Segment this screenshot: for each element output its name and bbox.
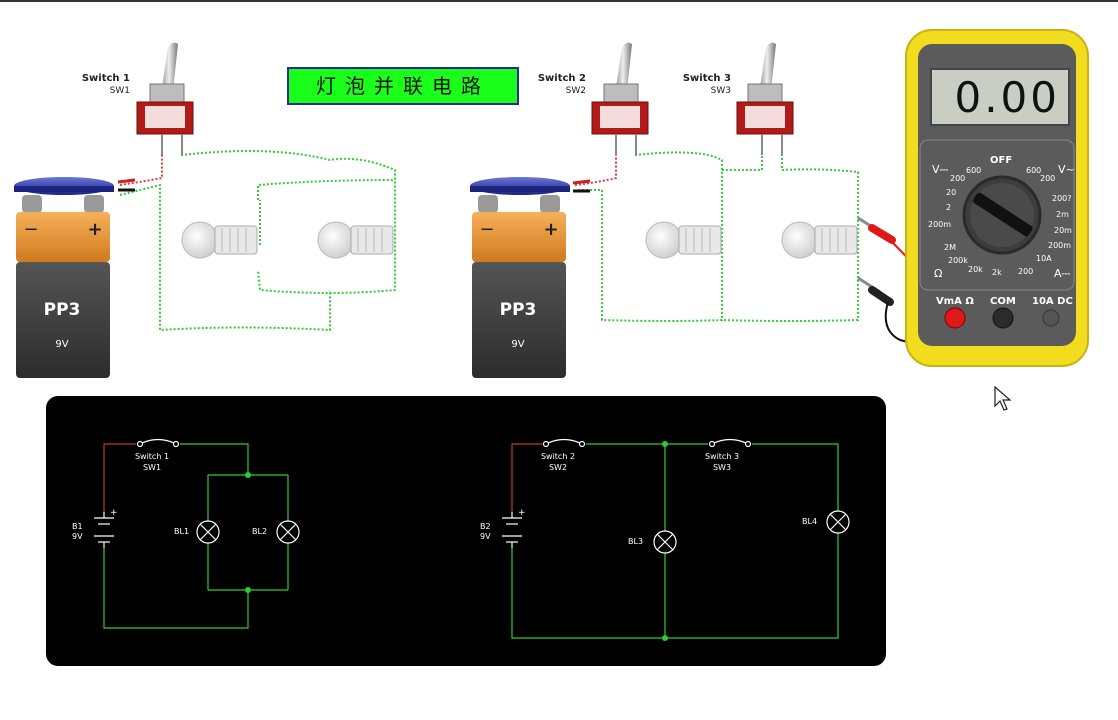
- light-bulb-2[interactable]: [317, 221, 394, 259]
- sch-battery-2[interactable]: [502, 512, 522, 548]
- sch-bl3-label: BL3: [628, 537, 644, 546]
- switch2-name: Switch 2: [537, 73, 586, 84]
- light-bulb-3[interactable]: [645, 221, 722, 259]
- circuit1-wires: [119, 150, 396, 332]
- dial-a2m: 2m: [1056, 210, 1069, 219]
- switch3-name: Switch 3: [682, 73, 731, 84]
- dial-v200-right: 200: [1040, 174, 1056, 183]
- battery2-plus: +: [543, 219, 559, 240]
- dial-v2: 2: [946, 203, 952, 212]
- dial-v600-left: 600: [966, 166, 982, 175]
- multimeter-display: 0.00: [930, 68, 1070, 126]
- battery1-model: PP3: [43, 300, 81, 320]
- sch-bl1-label: BL1: [174, 527, 190, 536]
- sch-bl4-label: BL4: [802, 517, 818, 526]
- toggle-switch-1[interactable]: [136, 42, 194, 155]
- sch-b1-voltage: 9V: [72, 532, 83, 541]
- dial-o200k: 200k: [948, 256, 968, 265]
- sch-sw1-name: Switch 1: [134, 452, 170, 461]
- sch-lamp-bl4[interactable]: [826, 510, 850, 534]
- dial-a10a: 10A: [1036, 254, 1052, 263]
- light-bulb-4[interactable]: [781, 221, 858, 259]
- battery-1[interactable]: [14, 177, 114, 378]
- dial-a20m: 20m: [1054, 226, 1072, 235]
- jack-vma-label: VmA Ω: [936, 296, 974, 307]
- circuit-title: 灯泡并联电路: [287, 67, 519, 105]
- sch-switch-2[interactable]: [542, 438, 586, 448]
- sch-battery-1[interactable]: [94, 512, 114, 548]
- sch2-source-wire: [511, 443, 542, 512]
- window-top-border: [0, 0, 1118, 2]
- battery2-minus: −: [479, 219, 495, 240]
- battery1-minus: −: [23, 219, 39, 240]
- toggle-switch-3[interactable]: [736, 42, 794, 155]
- sch-junction-dots: [245, 441, 668, 641]
- switch1-ref: SW1: [109, 86, 130, 96]
- dial-v200-left: 200: [950, 174, 966, 183]
- switch2-ref: SW2: [565, 86, 586, 96]
- dial-v600-right: 600: [1026, 166, 1042, 175]
- dial-v20: 20: [946, 188, 957, 197]
- dial-o20k: 20k: [968, 265, 983, 274]
- sch-b2-plus: +: [518, 508, 526, 518]
- sch-lamp-bl3[interactable]: [653, 530, 677, 554]
- dial-adc-label: A⎓: [1054, 267, 1071, 280]
- sch1-parallel-wires: [207, 474, 289, 591]
- sch-sw3-name: Switch 3: [704, 452, 740, 461]
- dial-a200m: 200m: [1048, 241, 1072, 250]
- switch1-name: Switch 1: [81, 73, 130, 84]
- toggle-switch-2[interactable]: [591, 42, 649, 155]
- mouse-cursor-icon: [994, 386, 1012, 411]
- dial-ohm-label: Ω: [934, 267, 943, 280]
- sch-b1-plus: +: [110, 508, 118, 518]
- sch1-top-wire: [180, 443, 249, 475]
- battery2-voltage: 9V: [511, 339, 525, 350]
- sch-switch-3[interactable]: [708, 438, 752, 448]
- sch-b2-voltage: 9V: [480, 532, 491, 541]
- sch-sw3-ref: SW3: [712, 463, 732, 472]
- dial-vac-label: V~: [1058, 163, 1075, 176]
- sch-sw2-ref: SW2: [548, 463, 568, 472]
- dial-o2k: 2k: [992, 268, 1002, 277]
- sch-lamp-bl2[interactable]: [276, 520, 300, 544]
- schematic-panel: [46, 396, 886, 666]
- battery1-voltage: 9V: [55, 339, 69, 350]
- sch-sw2-name: Switch 2: [540, 452, 576, 461]
- dial-a200u: 200?: [1052, 194, 1072, 203]
- multimeter-off-label: OFF: [990, 155, 1013, 166]
- circuit2-red-lead: [574, 150, 617, 186]
- dial-o200: 200: [1018, 267, 1034, 276]
- dial-v200m: 200m: [928, 220, 952, 229]
- dial-vdc-label: V⎓: [932, 163, 949, 176]
- battery1-plus: +: [87, 219, 103, 240]
- sch1-bottom-wire: [103, 548, 249, 629]
- sch-b1-label: B1: [72, 522, 83, 531]
- battery2-red-wire: [572, 179, 591, 185]
- sch-switch-1[interactable]: [136, 438, 180, 448]
- battery-2[interactable]: [470, 177, 570, 378]
- light-bulb-1[interactable]: [181, 221, 258, 259]
- battery1-red-wire: [117, 178, 136, 184]
- jack-10a-label: 10A DC: [1032, 296, 1073, 307]
- jack-com-label: COM: [990, 296, 1016, 307]
- battery2-model: PP3: [499, 300, 537, 320]
- sch-lamp-bl1[interactable]: [196, 520, 220, 544]
- circuit1-red-lead: [119, 150, 163, 186]
- sch1-source-wire: [103, 443, 136, 512]
- sch-bl2-label: BL2: [252, 527, 268, 536]
- sch-sw1-ref: SW1: [142, 463, 162, 472]
- sch-b2-label: B2: [480, 522, 491, 531]
- dial-o2m: 2M: [944, 243, 956, 252]
- switch3-ref: SW3: [710, 86, 731, 96]
